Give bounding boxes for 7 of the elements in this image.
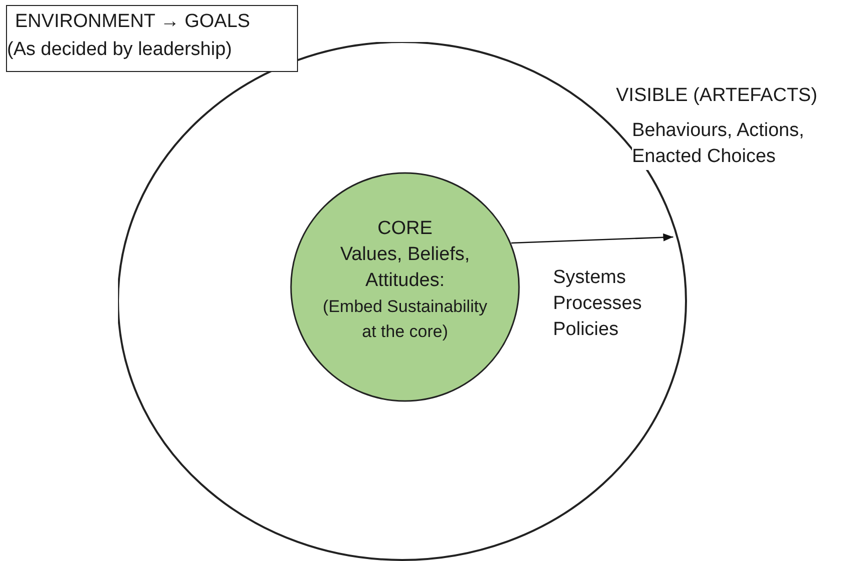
- box-heading: ENVIRONMENT → GOALS: [15, 10, 252, 34]
- core-note: (Embed Sustainability at the core): [322, 296, 488, 343]
- core-description: Values, Beliefs, Attitudes:: [339, 243, 471, 293]
- text-box: [6, 5, 298, 72]
- box-note: (As decided by leadership): [7, 38, 233, 62]
- arrow: [511, 233, 674, 244]
- core-heading: CORE: [376, 217, 434, 241]
